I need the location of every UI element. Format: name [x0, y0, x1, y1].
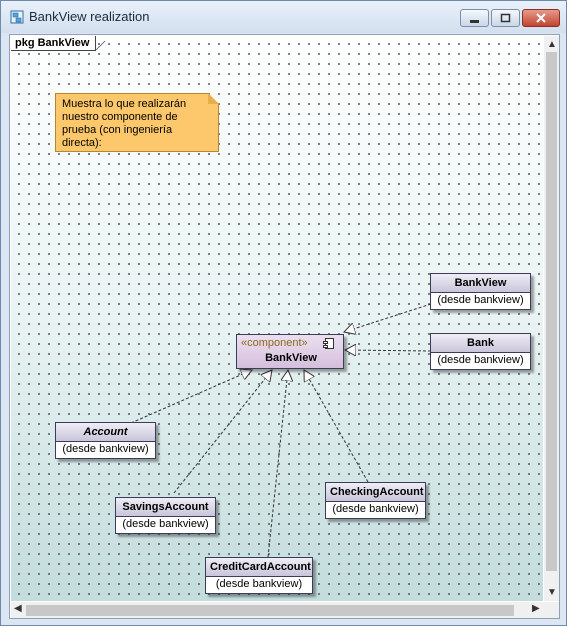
scroll-down-icon[interactable]: ▼: [547, 587, 557, 598]
link-savingsaccount: [173, 370, 272, 494]
window-title: BankView realization: [29, 9, 150, 24]
maximize-button[interactable]: [491, 9, 520, 27]
link-bank: [345, 350, 432, 351]
note-line: Muestra lo que realizarán: [62, 98, 187, 110]
class-account[interactable]: Account (desde bankview): [55, 422, 156, 459]
minimize-button[interactable]: [460, 9, 489, 27]
maximize-icon: [500, 13, 511, 23]
note-box[interactable]: Muestra lo que realizarán nuestro compon…: [55, 93, 219, 152]
diagram-canvas[interactable]: pkg BankView Muestra lo que realizarán n…: [11, 36, 543, 601]
class-name: BankView: [431, 274, 530, 292]
class-name: CheckingAccount: [326, 483, 425, 501]
class-origin: (desde bankview): [431, 292, 530, 309]
component-icon: [323, 338, 334, 349]
link-account: [130, 370, 252, 424]
note-corner-fold: [208, 93, 219, 104]
class-name: Account: [56, 423, 155, 441]
link-checkingaccount: [304, 370, 369, 483]
class-name: Bank: [431, 334, 530, 352]
title-bar[interactable]: BankView realization: [1, 1, 566, 33]
scrollbar-corner: [544, 602, 559, 618]
component-name: BankView: [265, 352, 317, 364]
class-name: SavingsAccount: [116, 498, 215, 516]
scroll-right-icon[interactable]: ▶: [532, 603, 540, 614]
uml-diagram-icon: [10, 10, 24, 24]
class-bank[interactable]: Bank (desde bankview): [430, 333, 531, 370]
vertical-scrollbar[interactable]: ▲ ▼: [544, 36, 559, 601]
note-line: prueba (con ingeniería: [62, 124, 173, 136]
note-line: directa):: [62, 137, 102, 149]
class-origin: (desde bankview): [56, 441, 155, 458]
minimize-icon: [470, 20, 479, 23]
scroll-up-icon[interactable]: ▲: [547, 39, 557, 50]
package-tab: pkg BankView: [11, 36, 97, 51]
class-origin: (desde bankview): [431, 352, 530, 369]
scroll-left-icon[interactable]: ◀: [14, 603, 22, 614]
note-line: nuestro componente de: [62, 111, 178, 123]
horizontal-scrollbar[interactable]: ◀ ▶: [11, 602, 544, 618]
class-origin: (desde bankview): [326, 501, 425, 518]
class-checkingaccount[interactable]: CheckingAccount (desde bankview): [325, 482, 426, 519]
diagram-area: pkg BankView Muestra lo que realizarán n…: [9, 34, 560, 619]
component-bankview[interactable]: «component» BankView: [236, 334, 344, 369]
class-name: CreditCardAccount: [206, 558, 312, 576]
class-origin: (desde bankview): [206, 576, 312, 593]
vertical-scroll-thumb[interactable]: [546, 52, 557, 571]
class-creditcardaccount[interactable]: CreditCardAccount (desde bankview): [205, 557, 313, 594]
close-icon: [536, 13, 546, 23]
class-origin: (desde bankview): [116, 516, 215, 533]
component-stereotype: «component»: [241, 337, 308, 349]
horizontal-scroll-thumb[interactable]: [26, 605, 514, 616]
link-bankview: [344, 303, 432, 332]
class-savingsaccount[interactable]: SavingsAccount (desde bankview): [115, 497, 216, 534]
close-button[interactable]: [522, 9, 560, 27]
link-creditcardaccount: [267, 370, 288, 558]
class-bankview[interactable]: BankView (desde bankview): [430, 273, 531, 310]
